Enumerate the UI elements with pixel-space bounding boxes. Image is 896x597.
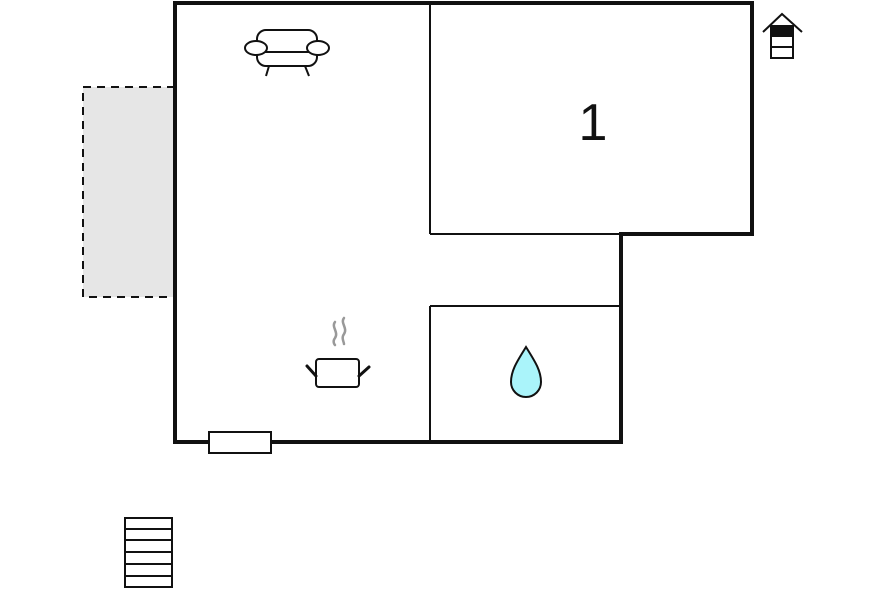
water-drop-icon [509, 345, 543, 398]
cooking-pot-icon [305, 316, 371, 388]
floor-level-house-icon [762, 12, 803, 59]
stairs-icon [124, 517, 173, 588]
window-element [208, 431, 272, 454]
interior-walls [429, 3, 621, 442]
terrace-area [82, 86, 175, 298]
outer-walls [173, 1, 754, 444]
sofa-icon [244, 29, 330, 77]
room-label-1: 1 [579, 94, 608, 152]
